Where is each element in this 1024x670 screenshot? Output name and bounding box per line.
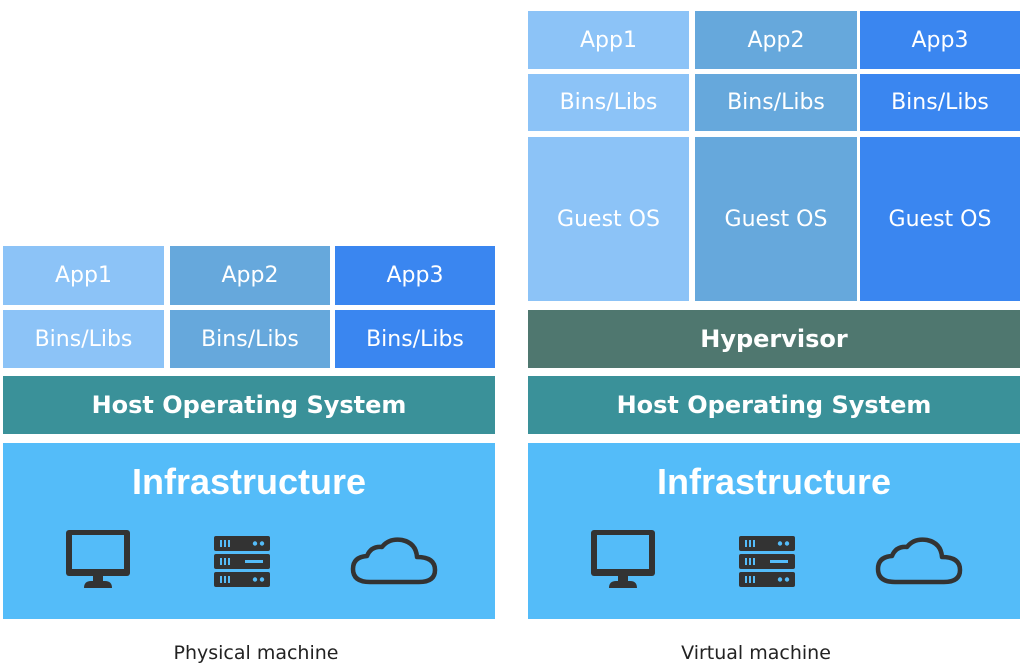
virtual-guest-os1-block: Guest OS <box>528 137 689 301</box>
virtual-libs2-block: Bins/Libs <box>695 74 857 131</box>
virtual-guest-os1-label: Guest OS <box>557 206 660 232</box>
virtual-host-os-label: Host Operating System <box>616 391 932 419</box>
virtual-libs2-label: Bins/Libs <box>727 90 825 115</box>
physical-app2-block: App2 <box>170 246 330 305</box>
hypervisor-label: Hypervisor <box>700 325 848 353</box>
physical-libs2-label: Bins/Libs <box>201 326 299 352</box>
server-icon <box>739 536 795 587</box>
virtual-app3-block: App3 <box>860 11 1020 69</box>
physical-libs3-label: Bins/Libs <box>366 326 464 352</box>
virtual-infrastructure-title: Infrastructure <box>656 461 892 502</box>
cloud-icon <box>350 537 438 585</box>
virtual-host-os-layer: Host Operating System <box>528 376 1020 434</box>
cloud-icon <box>875 537 963 585</box>
physical-app2-label: App2 <box>221 263 279 288</box>
physical-libs2-block: Bins/Libs <box>170 310 330 368</box>
hypervisor-layer: Hypervisor <box>528 310 1020 368</box>
physical-host-os-label: Host Operating System <box>91 391 407 419</box>
physical-host-os-layer: Host Operating System <box>3 376 495 434</box>
virtual-libs1-label: Bins/Libs <box>559 90 658 115</box>
virtual-guest-os3-block: Guest OS <box>860 137 1020 301</box>
virtual-guest-os2-block: Guest OS <box>695 137 857 301</box>
physical-app3-block: App3 <box>335 246 495 305</box>
virtual-machine-caption: Virtual machine <box>681 642 831 664</box>
virtual-app1-block: App1 <box>528 11 689 69</box>
virtual-libs1-block: Bins/Libs <box>528 74 689 131</box>
virtual-libs3-label: Bins/Libs <box>891 90 989 115</box>
server-icon <box>214 536 270 587</box>
physical-infrastructure-layer: Infrastructure <box>3 443 495 619</box>
virtual-app2-block: App2 <box>695 11 857 69</box>
physical-app1-block: App1 <box>3 246 164 305</box>
virtual-libs3-block: Bins/Libs <box>860 74 1020 131</box>
physical-libs1-label: Bins/Libs <box>34 326 133 352</box>
physical-app1-label: App1 <box>55 263 112 288</box>
virtual-infrastructure-layer: Infrastructure <box>528 443 1020 619</box>
virtual-app2-label: App2 <box>747 27 805 53</box>
virtual-app1-label: App1 <box>580 27 637 53</box>
virtual-guest-os3-label: Guest OS <box>888 206 992 232</box>
monitor-icon <box>591 530 655 588</box>
physical-libs1-block: Bins/Libs <box>3 310 164 368</box>
physical-infrastructure-title: Infrastructure <box>131 461 367 502</box>
physical-app3-label: App3 <box>386 263 444 288</box>
virtual-app3-label: App3 <box>911 27 969 53</box>
physical-machine-caption: Physical machine <box>173 642 339 664</box>
monitor-icon <box>66 530 130 588</box>
physical-libs3-block: Bins/Libs <box>335 310 495 368</box>
virtual-guest-os2-label: Guest OS <box>724 206 828 232</box>
